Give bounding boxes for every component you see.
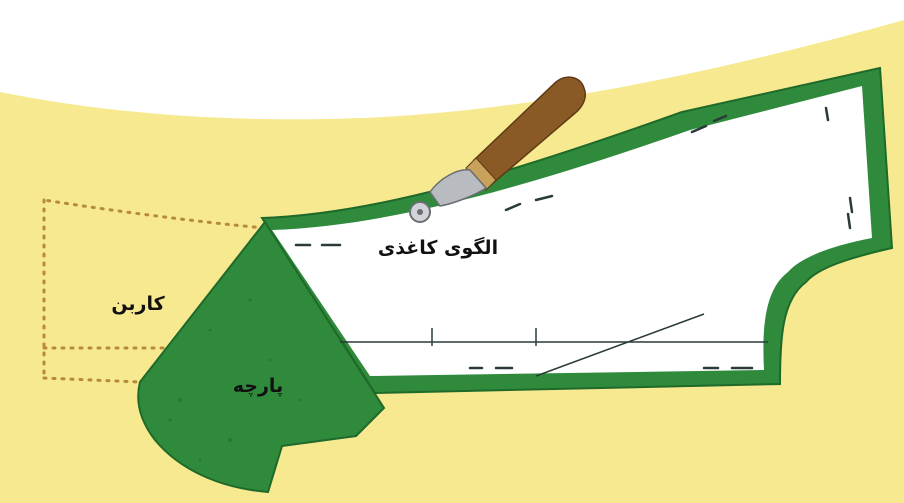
paper-pattern-label: الگوی کاغذی	[378, 236, 498, 259]
carbon-label: کاربن	[111, 293, 165, 315]
fabric-label: پارچه	[233, 375, 283, 397]
